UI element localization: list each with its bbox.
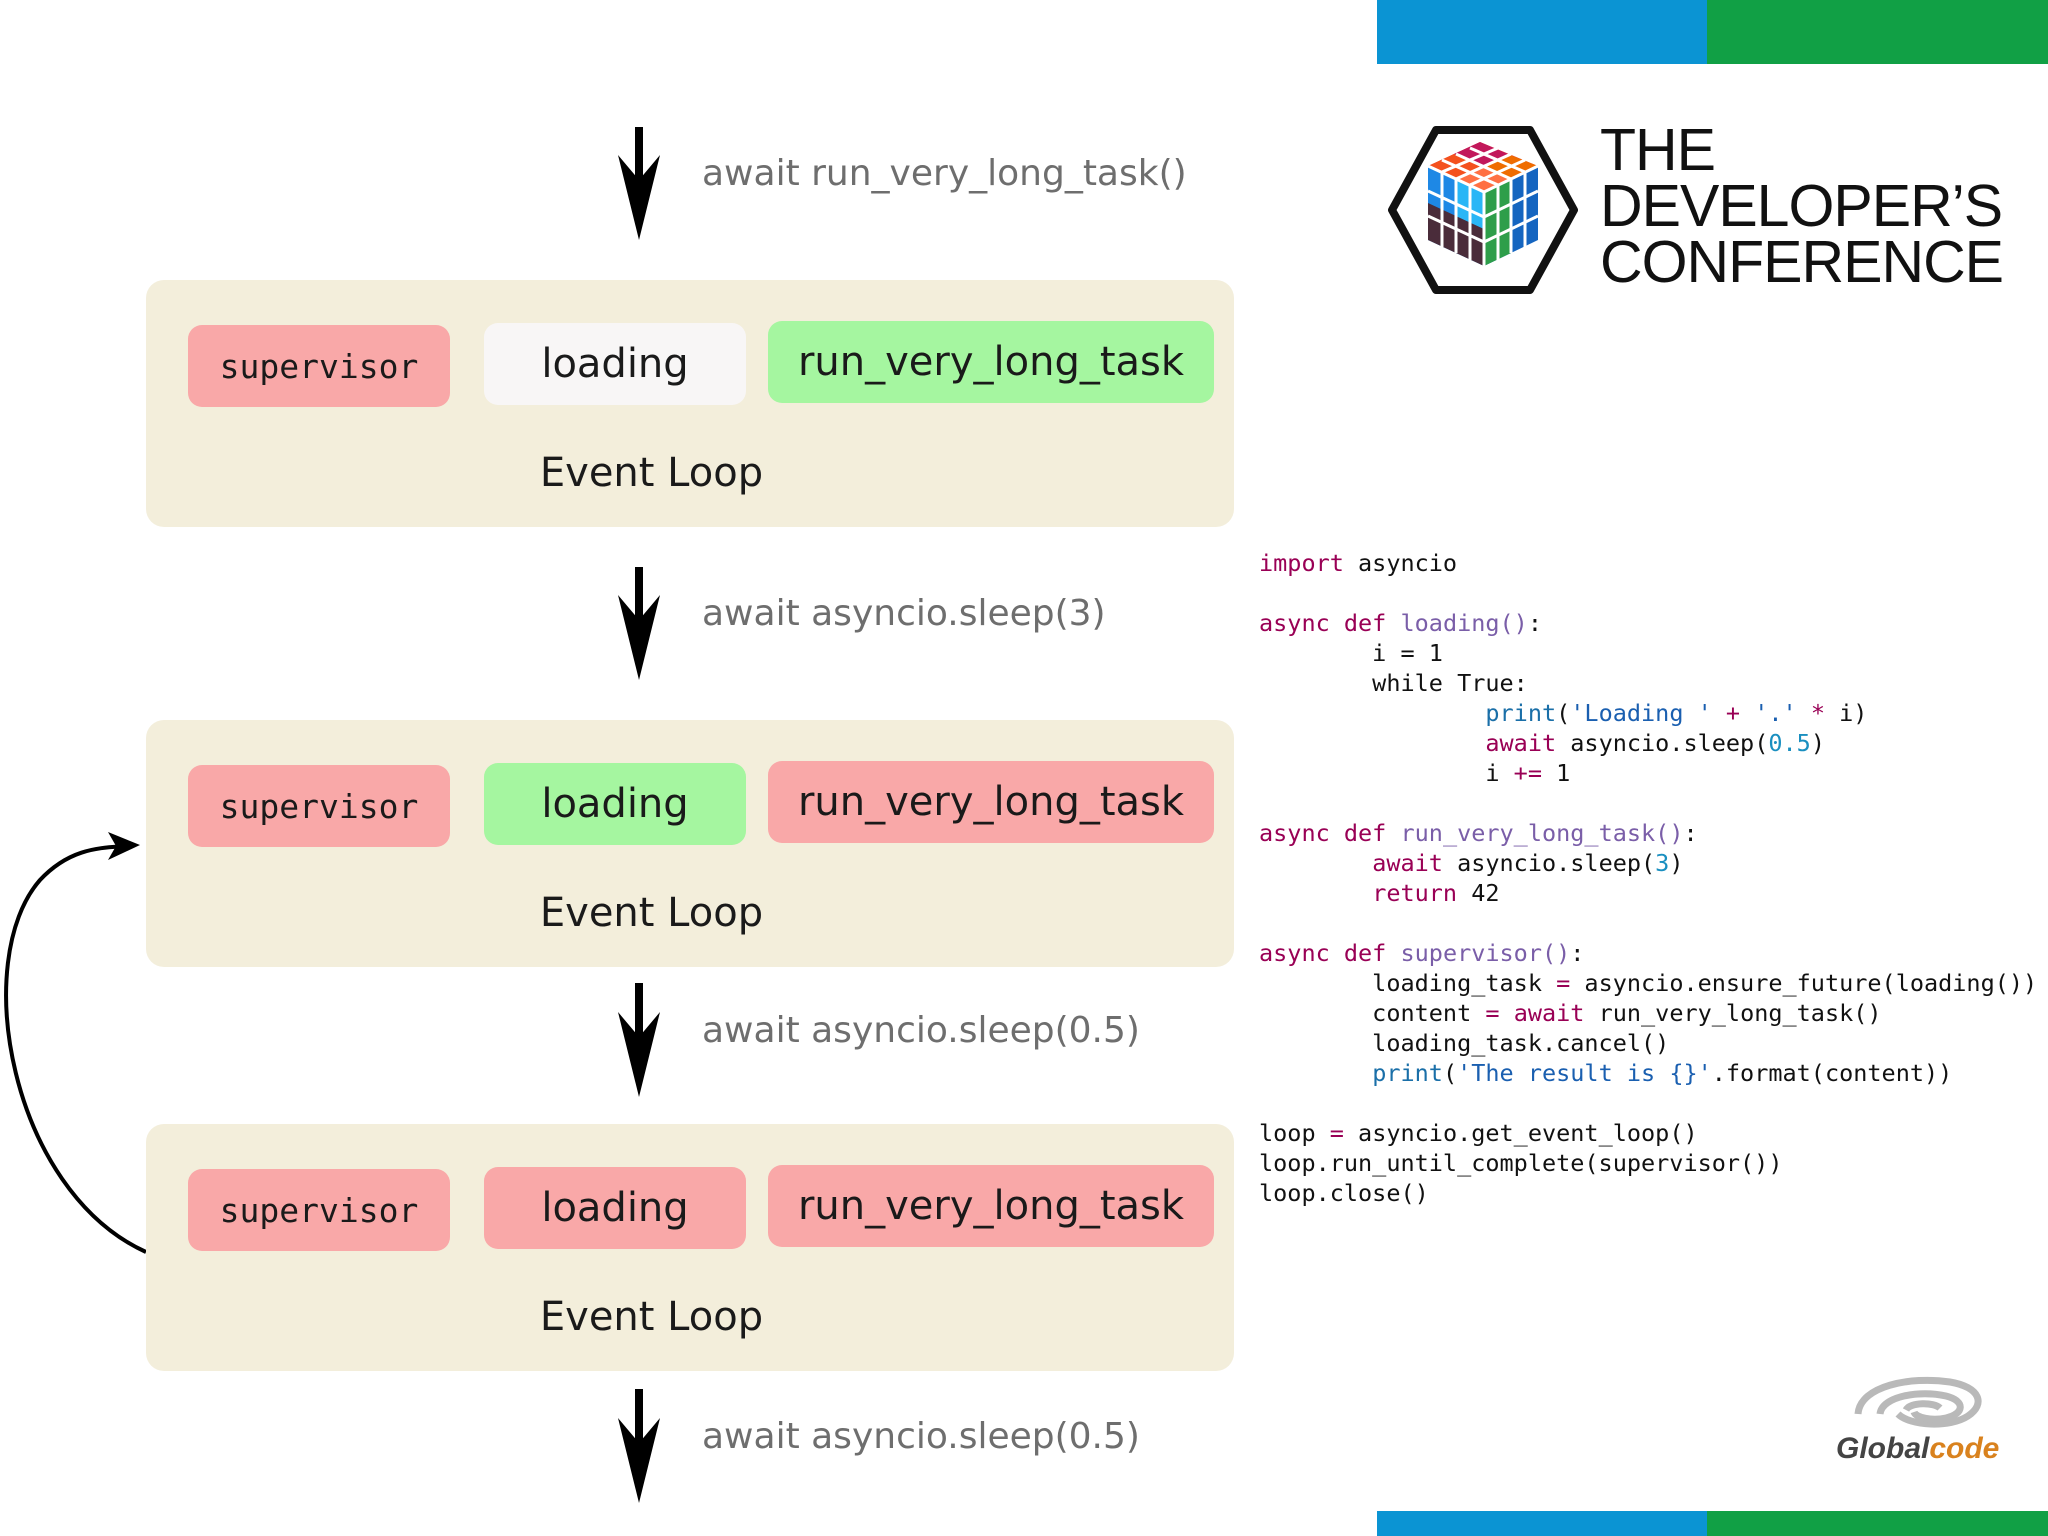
event-loop-label: Event Loop bbox=[539, 890, 764, 936]
event-loop-label: Event Loop bbox=[539, 1294, 764, 1340]
globalcode-swirl-icon bbox=[1854, 1376, 1982, 1428]
conference-title-line: THE bbox=[1600, 117, 1716, 183]
down-arrow-icon bbox=[618, 567, 660, 680]
await-label: await run_very_long_task() bbox=[702, 153, 1187, 194]
task-supervisor: supervisor bbox=[188, 765, 450, 847]
loop-back-arrow-icon bbox=[4, 832, 147, 1254]
task-run-very-long-task: run_very_long_task bbox=[768, 321, 1214, 403]
task-loading: loading bbox=[484, 323, 746, 405]
down-arrow-icon bbox=[618, 1389, 660, 1503]
task-loading: loading bbox=[484, 1167, 746, 1249]
conference-logo-icon bbox=[1388, 126, 1578, 294]
await-label: await asyncio.sleep(3) bbox=[702, 593, 1106, 634]
down-arrow-icon bbox=[618, 983, 660, 1097]
globalcode-logo-text: Globalcode bbox=[1836, 1432, 1999, 1466]
globalcode-name-part: Global bbox=[1836, 1432, 1930, 1465]
conference-title-line: CONFERENCE bbox=[1600, 229, 2004, 295]
event-loop-label: Event Loop bbox=[539, 450, 764, 496]
task-loading: loading bbox=[484, 763, 746, 845]
task-supervisor: supervisor bbox=[188, 325, 450, 407]
footer-bar-green bbox=[1707, 1511, 2048, 1536]
conference-title-line: DEVELOPER’S bbox=[1600, 173, 2003, 239]
task-supervisor: supervisor bbox=[188, 1169, 450, 1251]
await-label: await asyncio.sleep(0.5) bbox=[702, 1010, 1140, 1051]
event-loop-box: supervisor loading run_very_long_task Ev… bbox=[146, 280, 1234, 527]
down-arrow-icon bbox=[618, 127, 660, 240]
conference-title: THE DEVELOPER’S CONFERENCE bbox=[1600, 117, 2004, 295]
code-block: import asyncio async def loading(): i = … bbox=[1259, 549, 2038, 1207]
event-loop-box: supervisor loading run_very_long_task Ev… bbox=[146, 1124, 1234, 1371]
header-bar-blue bbox=[1377, 0, 1707, 64]
task-run-very-long-task: run_very_long_task bbox=[768, 761, 1214, 843]
footer-bar-blue bbox=[1377, 1511, 1707, 1536]
task-run-very-long-task: run_very_long_task bbox=[768, 1165, 1214, 1247]
await-label: await asyncio.sleep(0.5) bbox=[702, 1416, 1140, 1457]
header-bar-green bbox=[1707, 0, 2048, 64]
globalcode-name-part: code bbox=[1929, 1432, 2000, 1465]
event-loop-box: supervisor loading run_very_long_task Ev… bbox=[146, 720, 1234, 967]
